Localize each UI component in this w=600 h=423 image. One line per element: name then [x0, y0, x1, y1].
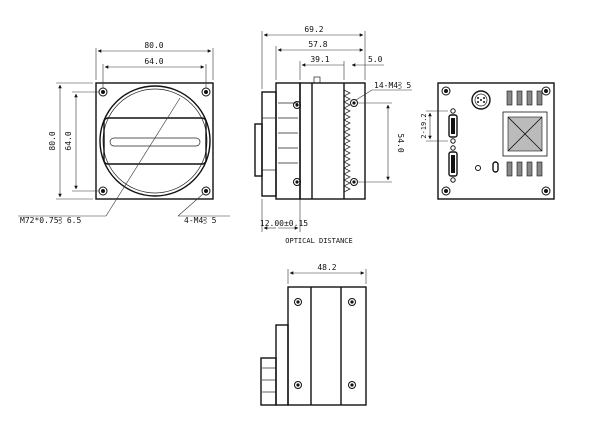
bottom-mount-hole — [294, 298, 302, 306]
side-view: 69.2 57.8 39.1 5.0 14-M4⫖ 5 54.0 12.00±0… — [254, 25, 412, 245]
front-hole-spacing-h-label: 64.0 — [144, 57, 163, 66]
side-body-length-label: 57.8 — [308, 40, 327, 49]
front-mount-hole — [201, 87, 211, 97]
sensor-slot — [109, 137, 201, 147]
side-mount-hole — [293, 178, 301, 186]
front-view: 80.0 64.0 80.0 64.0 M72*0.75⫖ 6.5 4-M4⫖ … — [18, 41, 230, 225]
side-mount-hole — [293, 101, 301, 109]
rear-mount-hole — [541, 186, 551, 196]
front-mount-hole — [98, 87, 108, 97]
rear-mount-hole — [541, 86, 551, 96]
flange-distance-label: 12.00±0.15 — [260, 219, 308, 228]
side-body — [299, 82, 366, 200]
bottom-mount-hole — [348, 381, 356, 389]
status-led-icon — [475, 165, 481, 171]
rear-mount-hole — [441, 186, 451, 196]
front-housing-outline — [95, 82, 214, 200]
front-hole-spacing-v-label: 64.0 — [64, 131, 73, 150]
side-offset-label: 5.0 — [368, 55, 383, 64]
bottom-view: 48.2 — [260, 263, 367, 406]
bottom-mount-hole — [348, 298, 356, 306]
front-holes-callout: 4-M4⫖ 5 — [184, 216, 217, 225]
lens-mount-outer-ring — [99, 85, 211, 197]
front-plate — [261, 91, 277, 197]
bottom-width-label: 48.2 — [317, 263, 336, 272]
side-mid-length-label: 39.1 — [310, 55, 329, 64]
side-holes-callout: 14-M4⫖ 5 — [374, 81, 411, 90]
front-width-label: 80.0 — [144, 41, 163, 50]
connector-spacing-label: 2-19.2 — [420, 113, 428, 138]
data-connector-icon — [448, 108, 458, 144]
vent-grille — [502, 90, 548, 177]
lens-flange — [254, 123, 263, 177]
lens-mount-inner-ring — [102, 88, 208, 194]
side-mount-hole — [350, 178, 358, 186]
front-mount-hole — [201, 186, 211, 196]
bottom-lens-flange — [260, 357, 277, 406]
data-connector-icon — [448, 145, 458, 183]
knurl-edge — [343, 89, 351, 193]
bottom-mount-hole — [294, 381, 302, 389]
side-mount-hole — [350, 99, 358, 107]
io-port-icon — [492, 161, 499, 173]
front-mount-hole — [98, 186, 108, 196]
power-connector-icon — [471, 90, 491, 110]
sensor-window — [103, 117, 207, 165]
side-hole-spacing-v-label: 54.0 — [396, 133, 405, 152]
rear-mount-hole — [441, 86, 451, 96]
top-tab — [313, 76, 321, 84]
rear-view: 2-19.2 — [420, 82, 555, 200]
bottom-fin-section — [275, 324, 289, 406]
front-height-label: 80.0 — [48, 131, 57, 150]
optical-distance-label: OPTICAL DISTANCE — [285, 237, 352, 245]
thread-callout: M72*0.75⫖ 6.5 — [20, 216, 82, 225]
side-overall-length-label: 69.2 — [304, 25, 323, 34]
